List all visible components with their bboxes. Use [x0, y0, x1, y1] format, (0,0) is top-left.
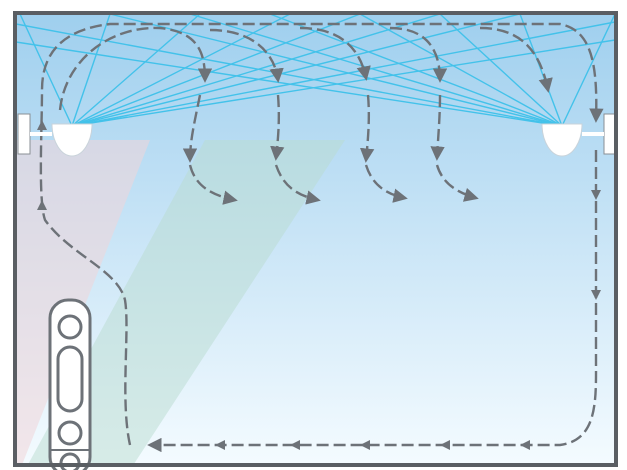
light-beam [19, 14, 73, 127]
airflow-arrow-icon [299, 26, 371, 81]
light-beam [561, 14, 615, 127]
light-beam [71, 39, 615, 127]
airflow-arrow-icon [359, 94, 375, 163]
floor-airflow-arrow-icon [215, 440, 225, 450]
radiator-icon [48, 298, 92, 470]
airflow-arrow-icon [435, 164, 479, 202]
ceiling-light-beams [16, 14, 615, 127]
airflow-arrows [37, 22, 604, 453]
airflow-arrow-icon [182, 94, 202, 163]
wall-airflow-arrow-icon [37, 200, 47, 210]
light-beam [71, 14, 441, 127]
light-beam [71, 21, 615, 127]
light-beam [359, 14, 563, 127]
left-wall-lamp-icon [17, 113, 93, 157]
right-wall-lamp-icon [541, 113, 617, 157]
wall-airflow-arrow-icon [591, 190, 601, 200]
airflow-arrow-icon [188, 164, 238, 205]
light-beam [71, 14, 521, 127]
floor-airflow-arrow-icon [360, 440, 370, 450]
airflow-arrow-icon [430, 94, 445, 161]
light-beam [71, 14, 361, 127]
floor-airflow-arrow-icon [440, 440, 450, 450]
floor-airflow-arrow-icon [290, 440, 300, 450]
light-beam [189, 14, 563, 127]
wall-airflow-arrow-icon [591, 290, 601, 300]
airflow-arrow-icon [209, 28, 284, 83]
airflow-arrow-icon [364, 164, 408, 203]
light-beam [519, 14, 563, 127]
airflow-arrow-icon [270, 94, 285, 161]
light-beam [71, 14, 111, 127]
room-walls [13, 11, 618, 467]
airflow-arrow-icon [147, 150, 598, 453]
window-overlay-green [28, 140, 345, 464]
floor-airflow-arrow-icon [520, 440, 530, 450]
airflow-arrow-icon [389, 26, 448, 83]
airflow-arrow-icon [39, 22, 604, 446]
airflow-arrow-icon [58, 26, 213, 111]
airflow-arrow-icon [274, 164, 321, 205]
light-beam [439, 14, 563, 127]
wall-airflow-arrow-icon [37, 120, 47, 130]
light-beam [109, 14, 563, 127]
airflow-arrow-icon [479, 26, 553, 93]
light-beam [269, 14, 563, 127]
light-beam [16, 41, 563, 127]
